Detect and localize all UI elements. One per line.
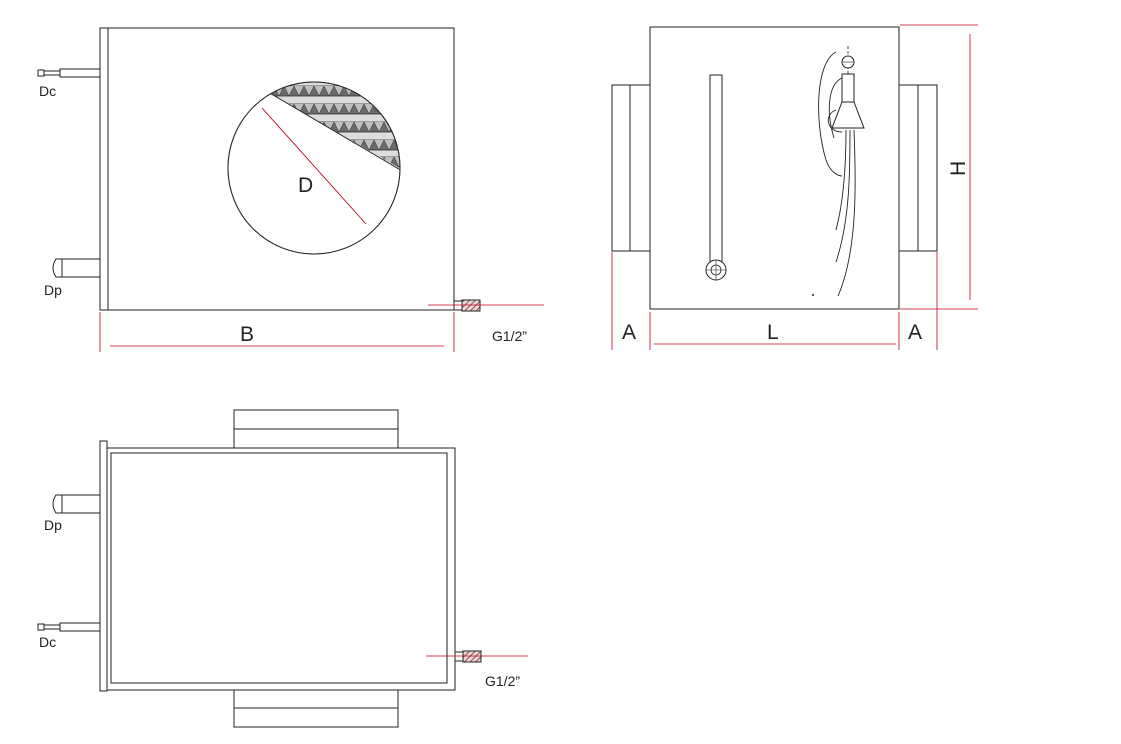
sensor-pocket [705, 74, 727, 281]
drain-fitting-front [428, 299, 544, 312]
height-dimension [900, 24, 978, 310]
flange-label-left: A [622, 321, 636, 344]
side-view: A L A H [611, 24, 978, 350]
dp-pipe-front [52, 258, 101, 278]
drain-label-top: G1/2” [485, 673, 520, 689]
side-body [649, 26, 900, 310]
dc-label-top: Dc [39, 634, 56, 650]
top-flange-plate [99, 440, 108, 692]
dp-label-front: Dp [44, 282, 62, 298]
drain-label-front: G1/2” [492, 328, 527, 344]
diameter-dimension-line [261, 107, 367, 225]
length-dimensions [611, 252, 938, 350]
dp-pipe-top [52, 494, 101, 514]
front-view: Dc Dp D B G1/2” [37, 27, 544, 352]
valve-nozzle [812, 46, 865, 297]
dp-label-top: Dp [44, 517, 62, 533]
front-flange-plate [99, 27, 109, 311]
top-body-inner [110, 452, 448, 684]
drain-fitting-top [426, 650, 528, 663]
dc-label-front: Dc [39, 83, 56, 99]
diameter-label: D [298, 174, 313, 197]
dc-pipe-front [37, 68, 101, 78]
width-label: B [240, 323, 254, 346]
height-label: H [947, 161, 970, 176]
top-view: Dp Dc G1/2” [37, 409, 528, 728]
dc-pipe-top [37, 622, 101, 632]
length-label: L [767, 321, 779, 344]
width-dimension [99, 312, 455, 352]
flange-label-right: A [908, 321, 922, 344]
left-collar [611, 84, 651, 252]
